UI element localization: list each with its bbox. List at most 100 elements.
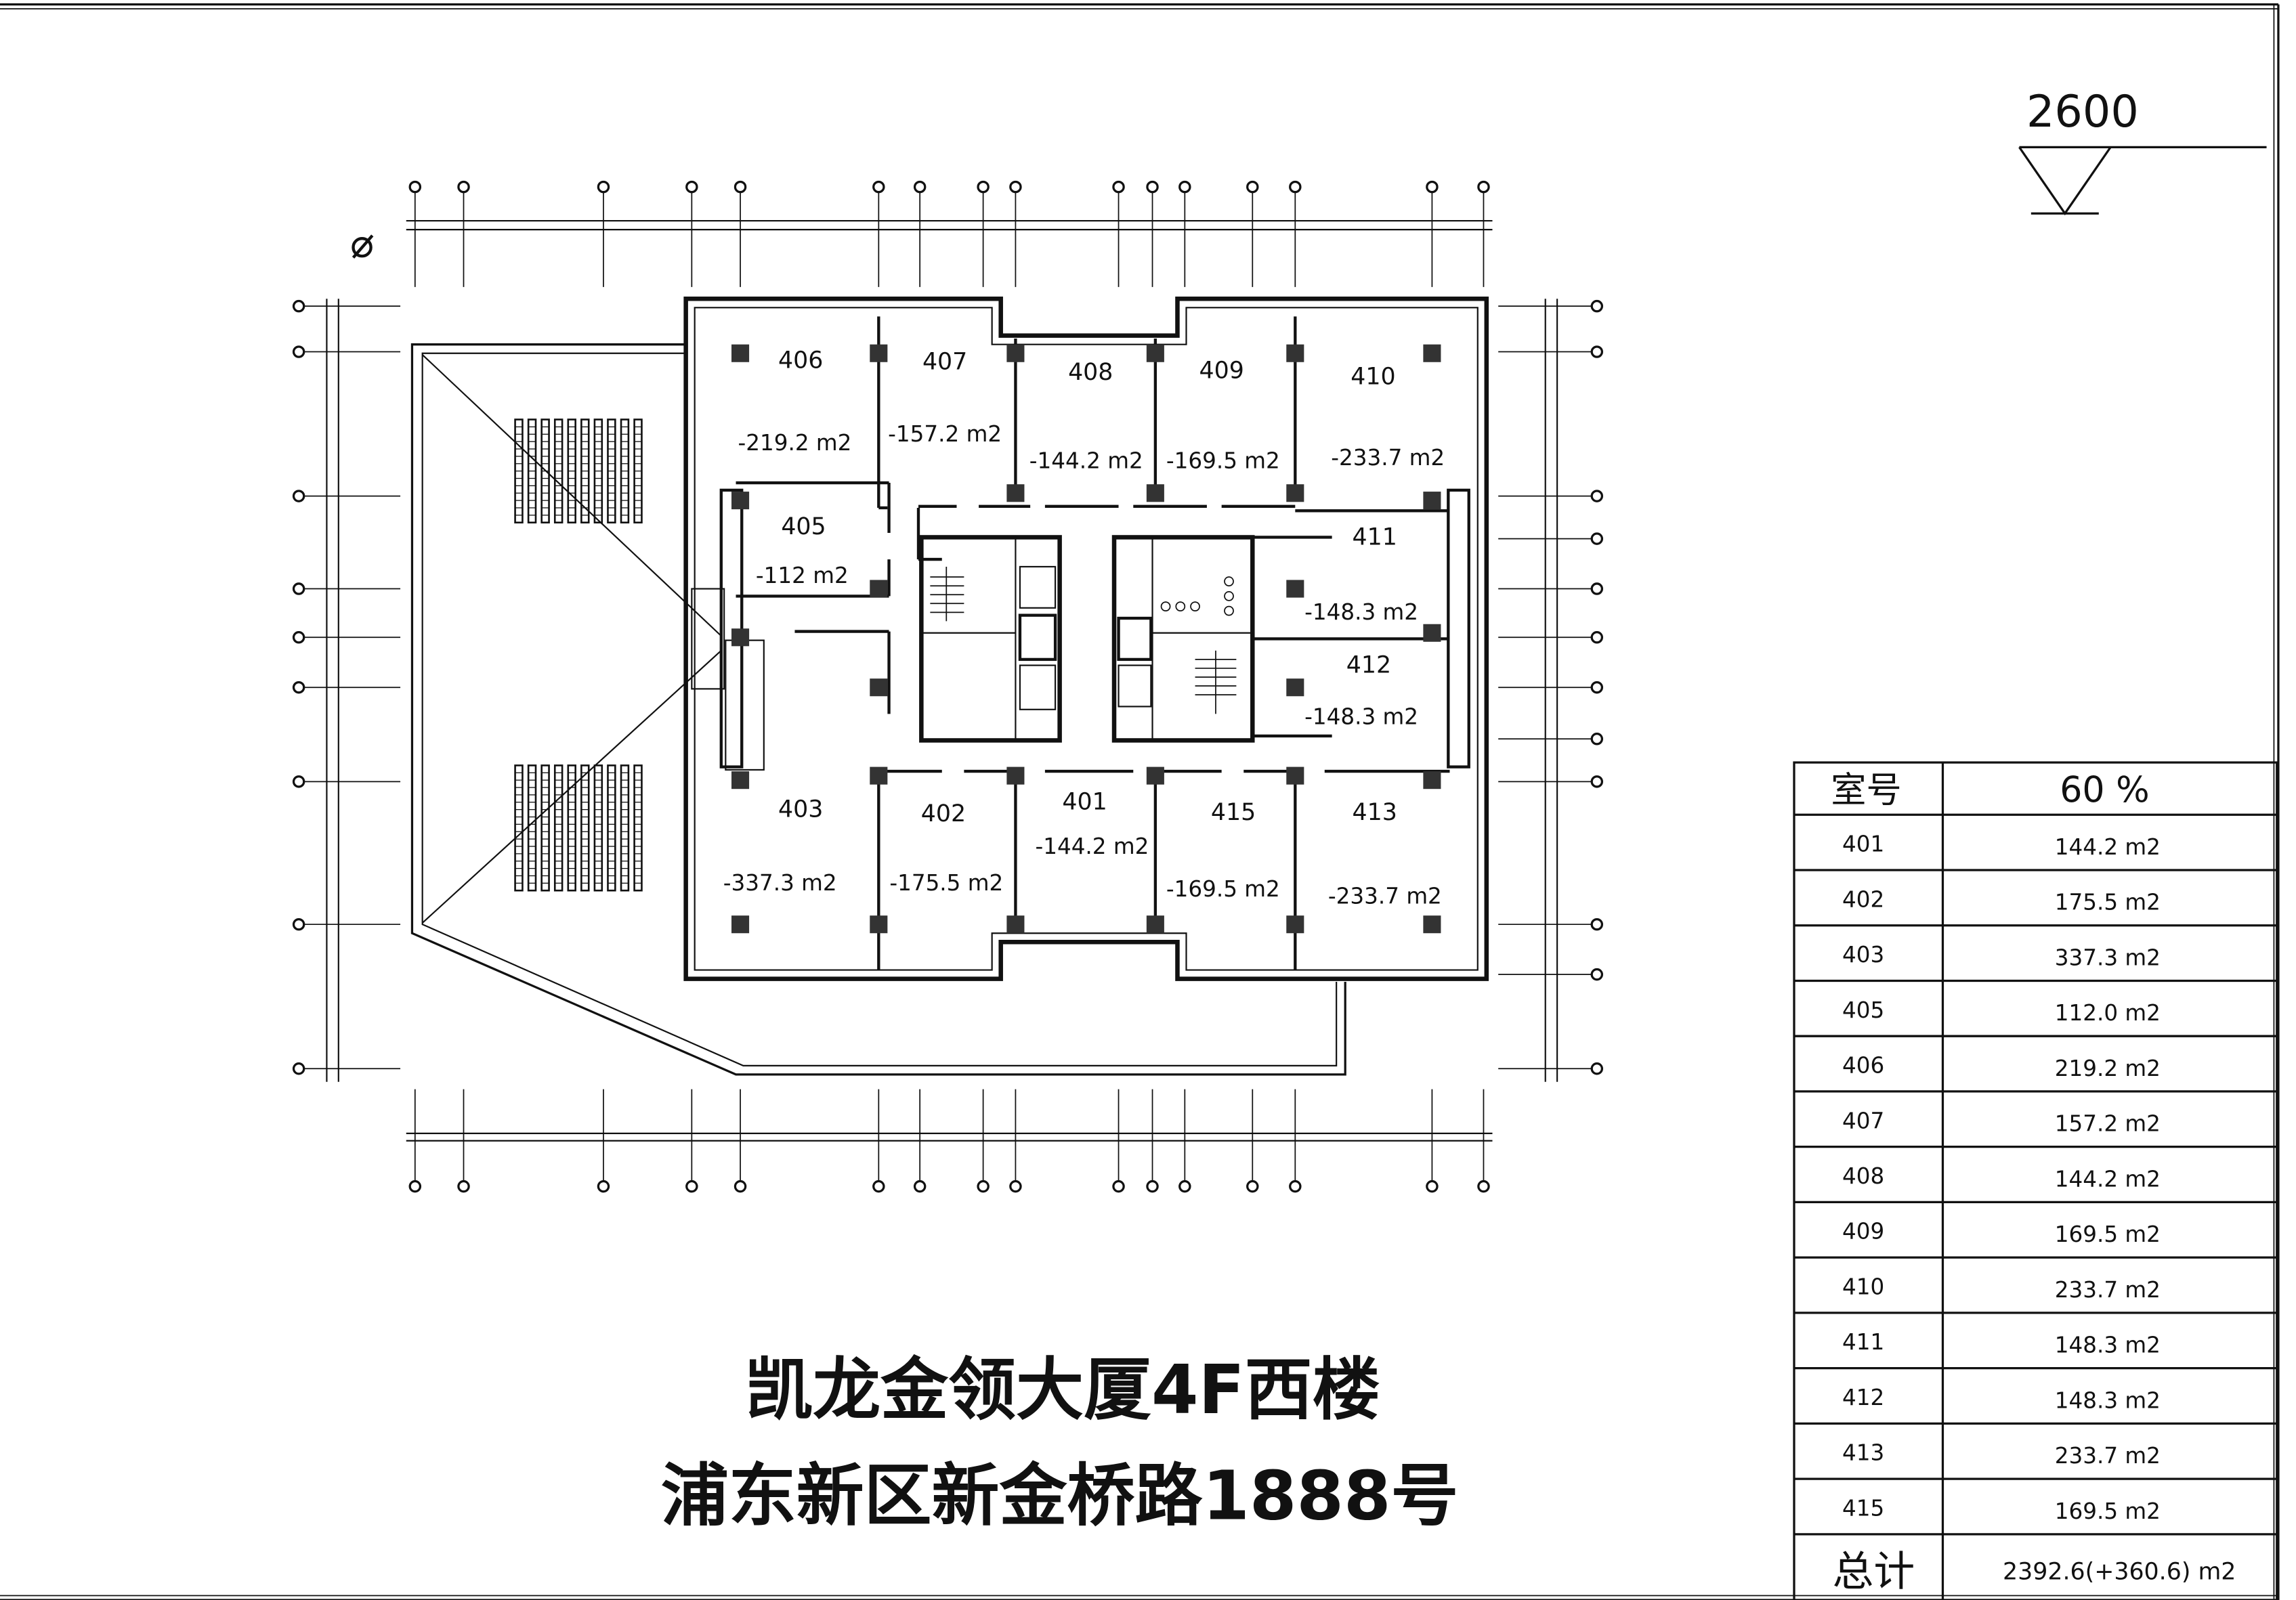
room-number: 403 <box>778 796 823 823</box>
table-room-cell: 406 <box>1842 1053 1884 1079</box>
room-area: -233.7 m2 <box>1331 445 1445 471</box>
axis-bubble <box>977 180 990 194</box>
room-number: 409 <box>1199 358 1243 385</box>
table-area-cell: 112.0 m2 <box>2055 1000 2161 1026</box>
table-total-value: 2392.6(+360.6) m2 <box>2003 1559 2236 1586</box>
axis-bubble <box>1590 490 1604 502</box>
column <box>1006 915 1025 934</box>
column <box>1146 484 1164 502</box>
column <box>1006 344 1025 362</box>
axis-bubble <box>1590 917 1604 931</box>
axis-bubble <box>1289 180 1302 194</box>
column <box>1006 484 1025 502</box>
table-total-label: 总计 <box>1832 1548 1915 1595</box>
axis-bubble <box>1112 1180 1125 1193</box>
axis-bubble <box>292 299 305 313</box>
room-area: -169.5 m2 <box>1166 876 1280 902</box>
axis-bubble <box>1590 582 1604 595</box>
axis-bubble <box>292 345 305 358</box>
column <box>1423 344 1441 362</box>
core-left <box>919 535 1062 743</box>
table-row: 401 144.2 m2 <box>1793 831 2277 871</box>
table-area-cell: 233.7 m2 <box>2055 1443 2161 1469</box>
axis-bubble <box>1590 680 1604 694</box>
table-header-ratio: 60 % <box>2060 771 2149 811</box>
table-header-room: 室号 <box>1831 771 1901 811</box>
column <box>1286 344 1304 362</box>
hatch-bar <box>620 764 630 892</box>
column <box>1423 771 1441 790</box>
column <box>1423 915 1441 934</box>
axis-bubble <box>1590 631 1604 644</box>
axis-bubble <box>1146 180 1159 194</box>
table-room-cell: 412 <box>1842 1385 1884 1410</box>
room-number: 401 <box>1062 789 1107 816</box>
axis-bubble <box>292 582 305 595</box>
axis-bubble <box>872 180 885 194</box>
room-number: 412 <box>1346 651 1391 678</box>
axis-bubble <box>457 1180 470 1193</box>
room-area: -144.2 m2 <box>1029 448 1143 473</box>
table-room-cell: 407 <box>1842 1108 1884 1133</box>
table-room-cell: 411 <box>1842 1329 1884 1355</box>
column <box>870 580 888 598</box>
axis-bubble <box>1477 180 1490 194</box>
room-area: -144.2 m2 <box>1035 834 1149 859</box>
room-area: -233.7 m2 <box>1328 884 1442 909</box>
hatch-bar <box>567 764 576 892</box>
axis-bubble <box>977 1180 990 1193</box>
axis-bubble <box>1146 1180 1159 1193</box>
column <box>870 678 888 697</box>
hatch-bar <box>527 764 537 892</box>
table-area-cell: 144.2 m2 <box>2055 834 2161 860</box>
column <box>1423 492 1441 510</box>
room-labels: 406 -219.2 m2 407 -157.2 m2 408 -144.2 m… <box>723 347 1445 909</box>
table-room-cell: 403 <box>1842 942 1884 968</box>
axis-bubble <box>734 1180 747 1193</box>
table-area-cell: 233.7 m2 <box>2055 1277 2161 1303</box>
room-number: 415 <box>1211 799 1256 826</box>
column <box>731 492 750 510</box>
structural-columns <box>731 344 1441 934</box>
table-room-cell: 408 <box>1842 1163 1884 1189</box>
column <box>1286 580 1304 598</box>
axis-bubble <box>1009 1180 1022 1193</box>
table-area-cell: 169.5 m2 <box>2055 1498 2161 1524</box>
interior-walls <box>725 316 1450 970</box>
column <box>1286 915 1304 934</box>
axis-bubble <box>913 1180 927 1193</box>
column <box>870 766 888 785</box>
grid-axes <box>292 180 1604 1193</box>
axis-bubble <box>1246 1180 1259 1193</box>
column <box>870 915 888 934</box>
axis-bubble <box>1590 775 1604 788</box>
room-area: -337.3 m2 <box>723 870 837 896</box>
column <box>731 771 750 790</box>
axis-bubble <box>1590 968 1604 981</box>
elevation-value: 2600 <box>2026 86 2139 137</box>
axis-bubble <box>1246 180 1259 194</box>
column <box>1146 344 1164 362</box>
axis-bubble <box>1477 1180 1490 1193</box>
hatch-bar <box>593 764 603 892</box>
axis-bubble <box>292 917 305 931</box>
table-area-cell: 169.5 m2 <box>2055 1221 2161 1247</box>
table-room-cell: 401 <box>1842 831 1884 857</box>
column <box>1286 484 1304 502</box>
axis-bubble <box>1590 299 1604 313</box>
hatch-bar <box>553 764 564 892</box>
axis-bubble <box>1426 180 1439 194</box>
table-area-cell: 219.2 m2 <box>2055 1056 2161 1081</box>
axis-bubble <box>913 180 927 194</box>
room-area: -148.3 m2 <box>1304 704 1418 730</box>
table-room-cell: 409 <box>1842 1219 1884 1245</box>
